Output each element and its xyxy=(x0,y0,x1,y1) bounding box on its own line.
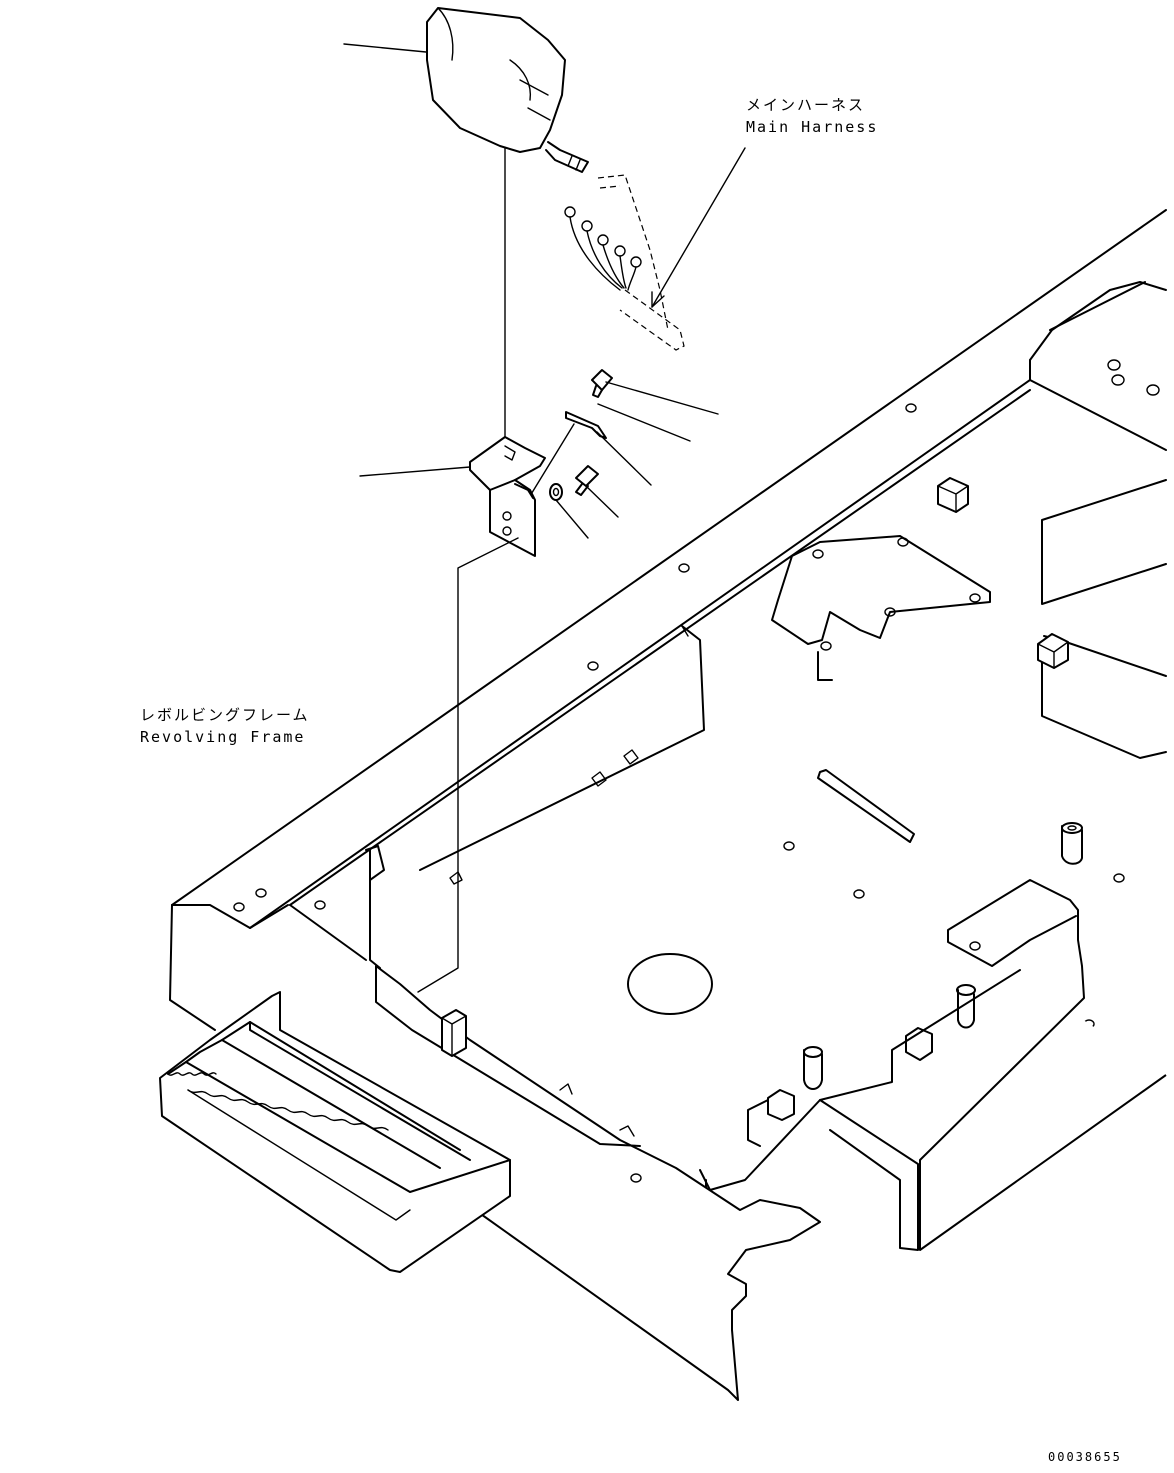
lamp-bracket xyxy=(469,436,546,557)
clip-leader-line-2 xyxy=(596,431,652,486)
clip xyxy=(565,411,607,439)
main-harness-label-en: Main Harness xyxy=(746,118,879,136)
lamp-leader-line xyxy=(343,43,427,53)
bracket-leader-line xyxy=(359,466,471,477)
bracket-mount-guide xyxy=(417,537,519,993)
washer-leader-line xyxy=(555,499,589,539)
lower-bolt-leader-line xyxy=(585,485,619,518)
document-number: 00038655 xyxy=(1048,1450,1122,1464)
lower-bolt xyxy=(575,465,599,496)
washer xyxy=(549,483,563,501)
revolving-frame xyxy=(159,209,1167,1401)
work-lamp xyxy=(426,7,589,173)
clip-leader-line xyxy=(597,403,691,442)
harness-arrow xyxy=(651,291,665,308)
harness-leader-line xyxy=(651,147,746,308)
revolving-frame-label-jp: レボルビングフレーム xyxy=(140,706,310,724)
upper-bolt xyxy=(591,369,613,398)
main-harness-label-jp: メインハーネス xyxy=(746,96,866,114)
clip-guide-line xyxy=(529,423,575,497)
revolving-frame-label-en: Revolving Frame xyxy=(140,728,306,746)
main-harness xyxy=(564,174,685,351)
bolt-leader-line xyxy=(605,381,719,415)
frame-edge xyxy=(681,625,689,637)
